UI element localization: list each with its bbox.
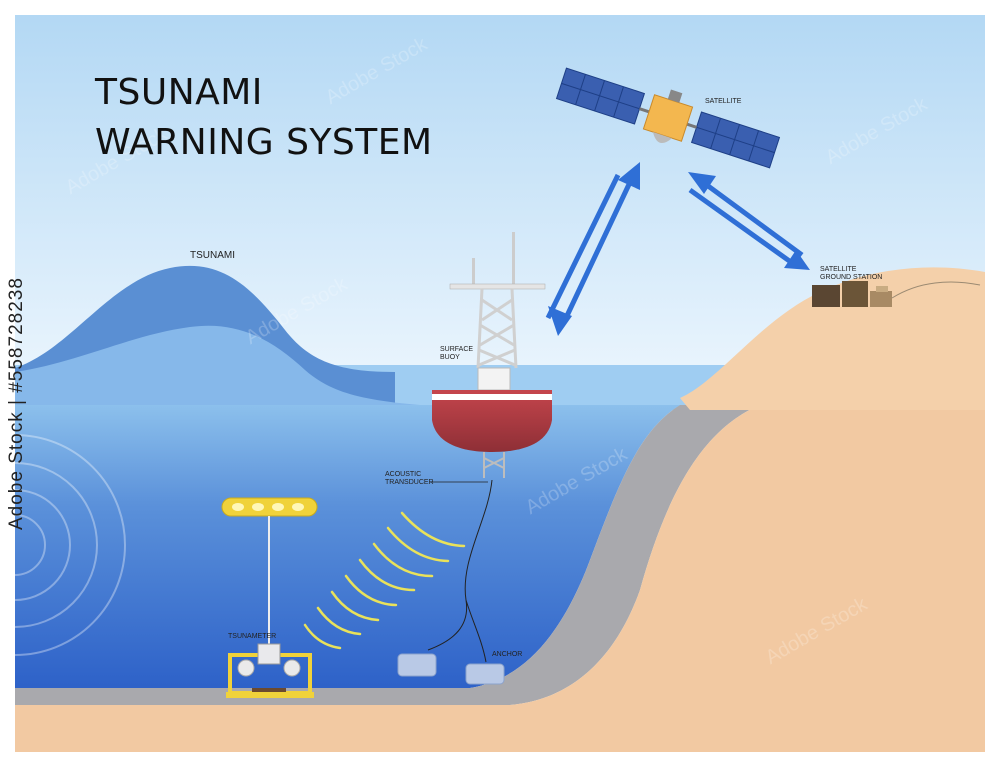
satellite	[555, 67, 781, 169]
label-ground-station-line2: GROUND STATION	[820, 274, 883, 281]
seabed-land	[15, 405, 985, 752]
label-acoustic-transducer-line1: ACOUSTIC	[385, 471, 422, 478]
acoustic-waves	[303, 511, 466, 650]
coastal-hill	[680, 267, 985, 410]
tsunami-wave-front	[15, 325, 420, 405]
surface-buoy	[432, 232, 552, 478]
watermark-side: Adobe Stock | #558728238	[6, 277, 27, 530]
ground-station	[812, 281, 981, 307]
label-surface-buoy-line2: BUOY	[440, 354, 460, 361]
tsunameter	[221, 497, 318, 698]
title-line-2: WARNING SYSTEM	[95, 122, 433, 163]
label-ground-station-line1: SATELLITE	[820, 266, 857, 273]
label-surface-buoy-line1: SURFACE	[440, 346, 474, 353]
signal-arrow-buoy	[545, 162, 640, 336]
signal-arrow-ground-station	[688, 172, 810, 270]
label-tsunameter: TSUNAMETER	[228, 633, 277, 640]
title-line-1: TSUNAMI	[95, 72, 263, 113]
anchor-right	[465, 663, 505, 685]
anchor-left	[397, 653, 437, 677]
continental-slope	[15, 405, 760, 705]
sonar-rings	[0, 434, 126, 656]
mooring-line	[427, 479, 493, 663]
label-acoustic-transducer-line2: TRANSDUCER	[385, 479, 434, 486]
ocean	[15, 405, 680, 690]
label-tsunami: TSUNAMI	[190, 250, 235, 261]
label-satellite: SATELLITE	[705, 98, 742, 105]
label-anchor: ANCHOR	[492, 651, 523, 658]
solar-panel-right	[690, 111, 781, 169]
solar-panel-left	[555, 67, 646, 125]
